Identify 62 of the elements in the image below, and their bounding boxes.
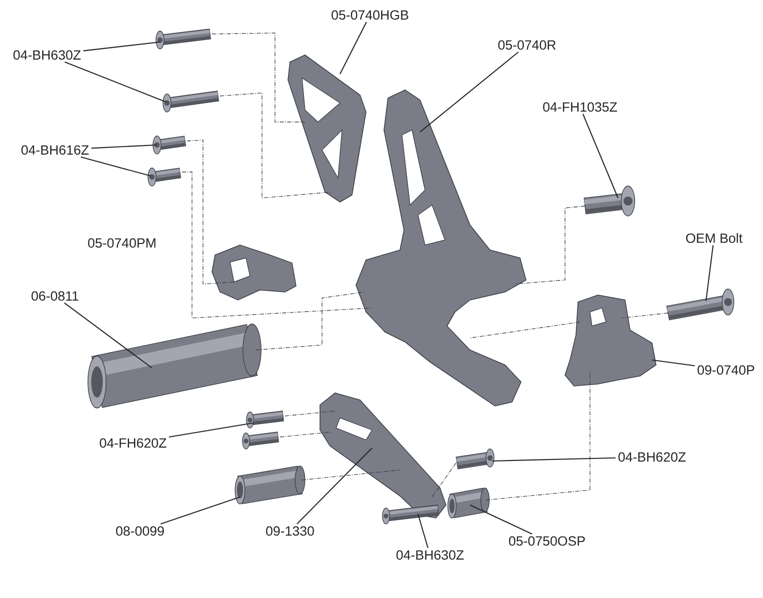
part-number: 04-BH630Z <box>396 550 464 560</box>
leader-line <box>83 41 160 52</box>
assembly-line <box>280 432 332 438</box>
leader-line <box>80 156 152 176</box>
part-number: 05-0740HGB <box>332 10 408 20</box>
tube-drawing <box>447 488 490 518</box>
part-number: 04-BH620Z <box>618 452 686 462</box>
assembly-line <box>220 92 332 198</box>
part-number: 04-BH630Z <box>13 50 81 60</box>
leader-line <box>652 359 695 366</box>
assembly-line <box>256 292 366 350</box>
bolt-drawing <box>152 136 186 154</box>
tube-drawing <box>234 466 306 504</box>
part-number: 05-0750OSP <box>508 536 585 546</box>
part-number: 04-FH620Z <box>100 438 166 448</box>
leader-line <box>705 245 714 302</box>
bolt-drawing <box>456 448 494 470</box>
bolt-drawing <box>156 28 211 50</box>
bolt-drawing <box>162 90 220 112</box>
assembly-line <box>622 312 668 318</box>
leader-line <box>420 52 519 132</box>
assembly-line <box>486 372 590 500</box>
leader-line <box>168 422 254 438</box>
part-drawing <box>356 90 526 406</box>
bolt-drawing <box>382 504 439 524</box>
leader-line <box>492 457 616 462</box>
assembly-line <box>302 470 400 480</box>
bolt-drawing <box>246 410 284 428</box>
assembly-line <box>432 462 456 498</box>
part-number: 04-BH616Z <box>21 145 89 155</box>
leader-line <box>64 302 152 368</box>
part-number: 05-0740R <box>498 40 556 50</box>
leader-line <box>470 504 532 534</box>
bolt-drawing <box>584 186 636 216</box>
part-drawing <box>320 392 446 518</box>
leader-line <box>160 496 240 524</box>
assembly-line <box>186 140 234 284</box>
leader-line <box>296 448 372 524</box>
leader-line <box>340 22 367 74</box>
part-number: 09-0740P <box>698 365 754 375</box>
part-number: 04-FH1035Z <box>543 102 617 112</box>
leader-line <box>582 114 618 198</box>
bolt-drawing <box>666 288 734 320</box>
part-number: 06-0811 <box>32 291 78 301</box>
part-drawing <box>212 244 296 300</box>
part-number: 08-0099 <box>116 526 164 536</box>
tube-drawing <box>88 324 262 408</box>
leader-line <box>418 514 428 548</box>
assembly-line <box>182 172 372 318</box>
part-number: OEM Bolt <box>686 233 742 243</box>
bolt-drawing <box>242 432 279 450</box>
part-drawing <box>288 54 366 202</box>
leader-line <box>64 61 166 102</box>
assembly-line <box>212 32 306 122</box>
part-number: 09-1330 <box>266 526 314 536</box>
part-number: 05-0740PM <box>88 238 156 248</box>
leader-line <box>91 144 156 149</box>
bolt-drawing <box>148 168 182 186</box>
assembly-line <box>470 322 580 338</box>
assembly-line <box>514 206 586 284</box>
assembly-line <box>284 410 336 416</box>
part-drawing <box>564 294 656 386</box>
